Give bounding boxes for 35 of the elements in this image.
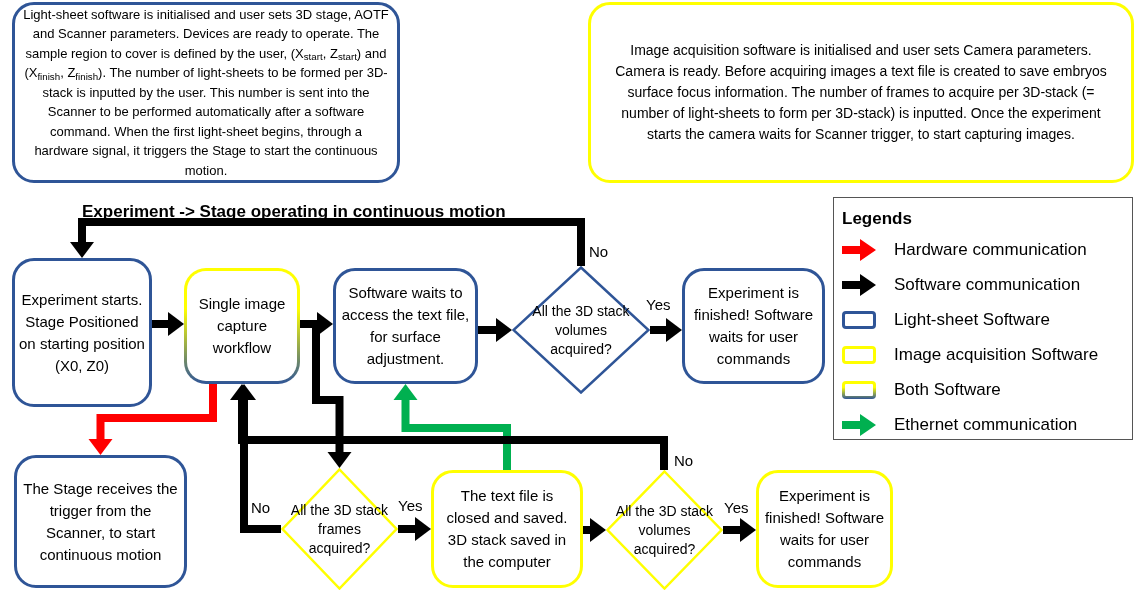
process-box: [184, 268, 300, 384]
arrow: [583, 518, 606, 542]
process-box: [12, 258, 152, 407]
arrow: [152, 312, 184, 336]
node-text: Experiment is finished! Software waits for user commands: [692, 283, 815, 369]
node-text: The Stage receives the trigger from the Scanner, to start continuous motion: [22, 478, 179, 565]
node-text: Light-sheet software is initialised and user sets 3D stage, AOTF and Scanner parameters. Devices are ready to operate. The sample region to cover is defined by the user, (X$_{start}$, Z$_{start}$) and (X$_{finish}$, Z$_{finish}$). The number of light-sheets to be formed per 3D-stack is inputted by the user. This number is sent into the Scanner to be performed automatically after a software command. When the first light-sheet begins, through a hardware signal, it triggers the Stage to start the continuous motion.: [23, 5, 389, 180]
process-box: [333, 268, 478, 384]
node-text: Software waits to access the text file, for surface adjustment.: [340, 283, 471, 369]
arrow: [723, 518, 756, 542]
node-text: Image acquisition software is initialised and user sets Camera parameters. Camera is ready. Before acquiring images a text file is created to save embryos surface focus information. The number of frames to acquire per 3D-stack (= number of light-sheets to form per 3D-stack) is inputted. Once the experiment starts the camera waits for Scanner trigger, to start capturing images.: [614, 41, 1108, 144]
node-text: Experiment is finished! Software waits for user commands: [763, 486, 886, 572]
legend-text: Light-sheet Software: [894, 309, 1050, 332]
node-text: Single image capture workflow: [197, 294, 287, 358]
legend-text: Both Software: [894, 379, 1001, 402]
arrow: [393, 384, 511, 470]
arrow: [398, 517, 431, 541]
legend-text: Software communication: [894, 274, 1081, 297]
process-box: [431, 470, 583, 588]
legend-title: Legends: [842, 208, 912, 230]
node-text: Experiment starts. Stage Positioned on starting position (X0, Z0): [19, 289, 145, 376]
process-box: [756, 470, 893, 588]
node-text: The text file is closed and saved. 3D stack saved in the computer: [445, 486, 569, 572]
process-box: [14, 455, 187, 588]
legend-text: Ethernet communication: [894, 414, 1078, 437]
arrow: [88, 384, 217, 455]
legend-text: Hardware communication: [894, 239, 1087, 262]
legend-text: Image acquisition Software: [894, 344, 1099, 367]
process-box: [682, 268, 825, 384]
arrow: [478, 318, 512, 342]
arrow: [70, 218, 585, 266]
loop-heading: Experiment -> Stage operating in continuous motion: [82, 201, 506, 223]
process-box: [588, 2, 1134, 183]
node-text: All the 3D stack volumes acquired?: [531, 301, 631, 359]
arrow: [650, 318, 682, 342]
